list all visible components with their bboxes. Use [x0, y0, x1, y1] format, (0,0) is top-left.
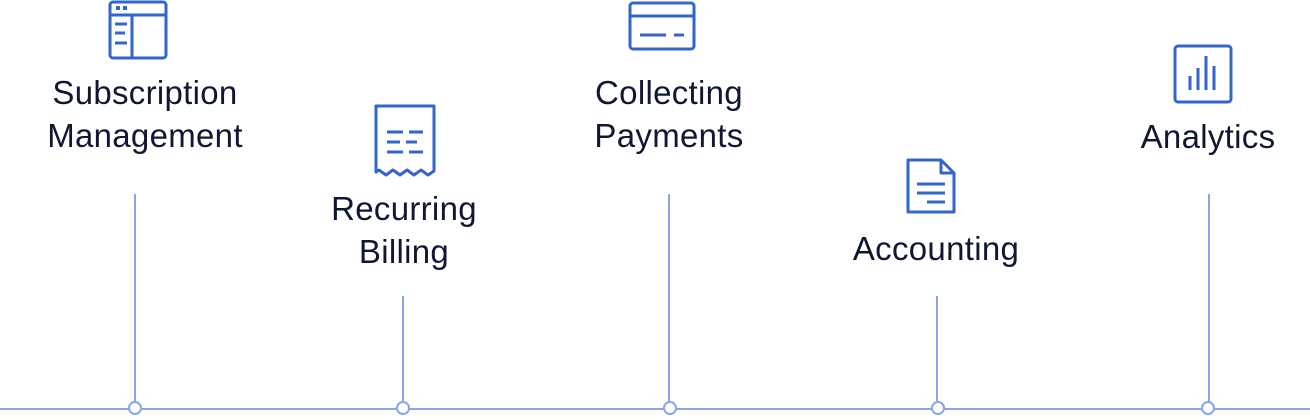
label-line: Analytics — [1140, 118, 1276, 155]
label-line: Payments — [594, 117, 744, 154]
milestone-label-subscription-management: Subscription Management — [47, 71, 243, 157]
label-line: Billing — [358, 233, 450, 270]
label-line: Subscription — [52, 74, 238, 111]
milestone-stem — [134, 194, 136, 409]
label-line: Collecting — [595, 74, 743, 111]
bar-chart-icon — [1173, 44, 1233, 104]
milestone-stem — [936, 296, 938, 409]
milestone-label-analytics: Analytics — [1141, 115, 1276, 158]
milestone-node — [931, 401, 945, 415]
label-line: Management — [47, 117, 243, 154]
milestone-node — [663, 401, 677, 415]
milestone-label-collecting-payments: Collecting Payments — [594, 71, 743, 157]
milestone-stem — [402, 296, 404, 409]
milestone-stem — [1208, 194, 1210, 409]
milestone-node — [1201, 401, 1215, 415]
label-line: Accounting — [852, 230, 1020, 267]
receipt-icon — [373, 103, 437, 177]
credit-card-icon — [628, 0, 696, 52]
milestone-node — [128, 401, 142, 415]
milestone-label-accounting: Accounting — [853, 227, 1019, 270]
browser-window-icon — [108, 0, 168, 60]
document-icon — [905, 157, 957, 215]
timeline-baseline — [0, 408, 1310, 410]
milestone-label-recurring-billing: Recurring Billing — [331, 187, 477, 273]
milestone-stem — [668, 194, 670, 409]
milestone-node — [396, 401, 410, 415]
label-line: Recurring — [331, 190, 477, 227]
